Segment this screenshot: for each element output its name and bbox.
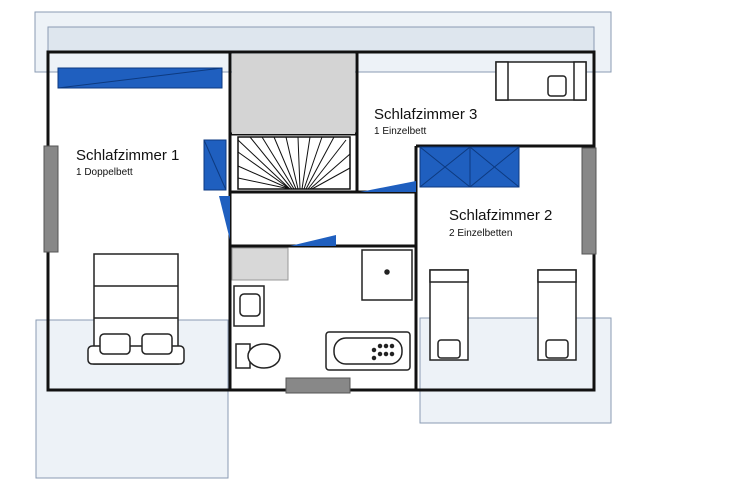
opening-left [43, 145, 59, 253]
windows [57, 67, 520, 191]
shower [361, 249, 413, 301]
room1-beds: 1 Doppelbett [76, 167, 133, 178]
single-bed-room3 [495, 61, 587, 101]
bathtub [325, 331, 411, 371]
room3-beds: 1 Einzelbett [374, 126, 426, 137]
door-bath [290, 235, 336, 246]
staircase [237, 136, 351, 190]
stair-landing [232, 54, 355, 134]
room2-beds: 2 Einzelbetten [449, 228, 512, 239]
room3-name: Schlafzimmer 3 [374, 106, 477, 123]
roof-band-top-inner [47, 26, 595, 54]
double-bed [87, 253, 185, 365]
single-bed-room2-right [537, 269, 577, 361]
opening-bottom [285, 377, 351, 394]
sink [233, 285, 265, 327]
room1-name: Schlafzimmer 1 [76, 147, 179, 164]
door-swings [219, 181, 416, 246]
toilet [235, 343, 281, 369]
door-room3 [360, 181, 416, 192]
opening-right [581, 147, 597, 255]
door-room1 [219, 196, 230, 240]
bath-niche [231, 247, 289, 281]
openings [43, 145, 597, 394]
single-bed-room2-left [429, 269, 469, 361]
room2-name: Schlafzimmer 2 [449, 207, 552, 224]
